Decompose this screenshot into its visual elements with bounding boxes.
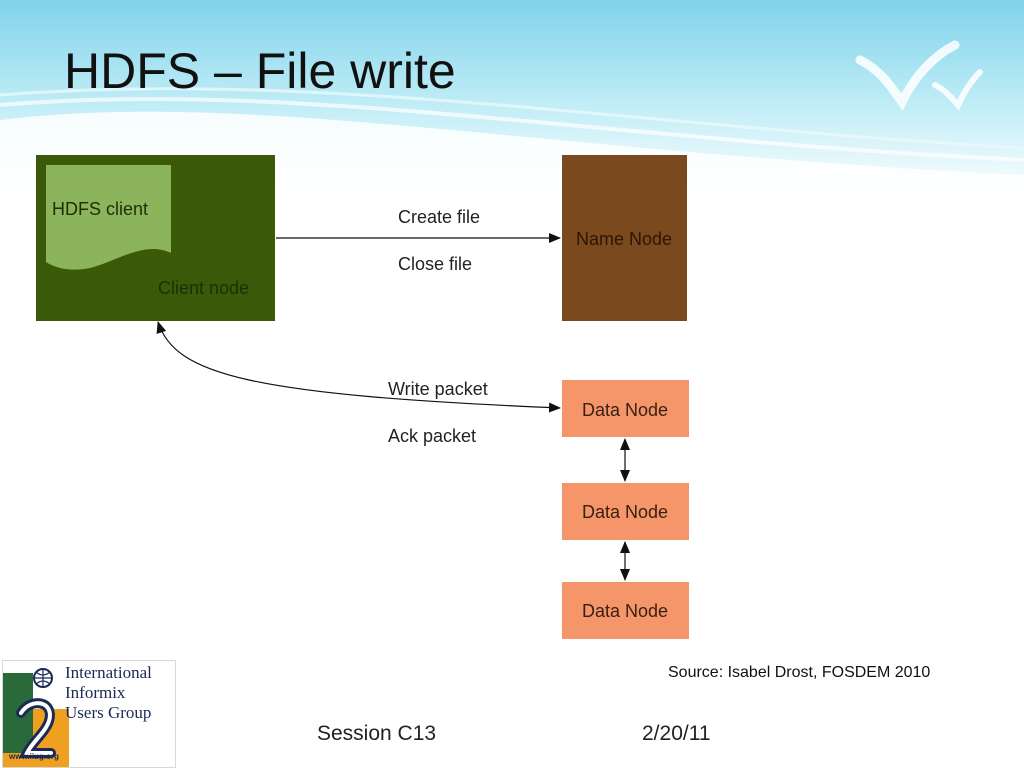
ack-packet-label: Ack packet (388, 426, 476, 446)
iiug-logo: International Informix Users Group www.i… (2, 660, 176, 768)
logo-line-3: Users Group (65, 703, 152, 722)
logo-line-2: Informix (65, 683, 126, 702)
data-node-2-label: Data Node (582, 502, 668, 522)
iiug-logo-text: International Informix Users Group (65, 663, 152, 723)
slide-title: HDFS – File write (64, 43, 456, 99)
client-datanode-write-arrow (156, 321, 561, 413)
data-node-2: Data Node (562, 483, 689, 540)
close-file-label: Close file (398, 254, 472, 274)
logo-url: www.iiug.org (9, 752, 59, 761)
source-citation: Source: Isabel Drost, FOSDEM 2010 (668, 664, 931, 681)
data-node-3: Data Node (562, 582, 689, 639)
data-node-3-label: Data Node (582, 601, 668, 621)
name-node: Name Node (562, 155, 687, 321)
name-node-label: Name Node (576, 229, 672, 249)
iiug-logo-mark-icon (3, 661, 69, 767)
create-file-label: Create file (398, 207, 480, 227)
slide-date: 2/20/11 (642, 722, 711, 745)
hdfs-client-document-shape (46, 165, 171, 270)
client-node-label: Client node (158, 278, 249, 298)
logo-line-1: International (65, 663, 152, 682)
data-node-1-label: Data Node (582, 400, 668, 420)
hdfs-client-label: HDFS client (52, 199, 148, 219)
client-node: HDFS client Client node (36, 155, 275, 321)
data-node-1: Data Node (562, 380, 689, 437)
session-label: Session C13 (317, 722, 437, 745)
write-packet-label: Write packet (388, 379, 488, 399)
